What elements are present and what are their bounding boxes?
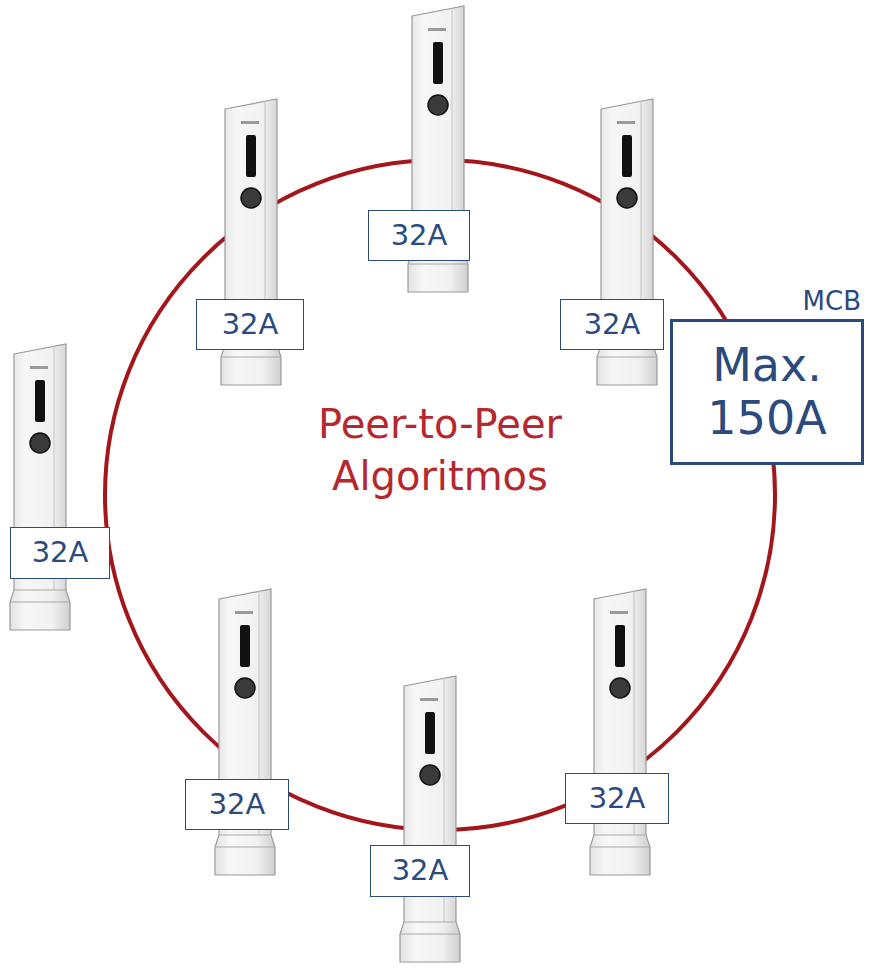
- box-text: 32A: [392, 854, 449, 887]
- center-caption: Peer-to-Peer Algoritmos: [290, 398, 590, 502]
- box-heading: MCB: [803, 286, 861, 316]
- breaker-box: MCBMax. 150A: [670, 319, 864, 465]
- current-rating-box: 32A: [185, 779, 289, 830]
- charger-pillar: [10, 344, 70, 630]
- current-rating-box: 32A: [368, 210, 470, 261]
- box-text: 32A: [32, 536, 89, 569]
- charger-pillar: [215, 589, 275, 875]
- current-rating-box: 32A: [560, 299, 664, 350]
- current-rating-box: 32A: [196, 299, 304, 350]
- box-text: 32A: [209, 788, 266, 821]
- box-text: Max. 150A: [687, 339, 847, 445]
- box-text: 32A: [391, 219, 448, 252]
- box-text: 32A: [589, 782, 646, 815]
- current-rating-box: 32A: [370, 845, 470, 897]
- charger-pillar: [590, 589, 650, 875]
- current-rating-box: 32A: [565, 773, 669, 824]
- box-text: 32A: [222, 308, 279, 341]
- current-rating-box: 32A: [10, 527, 110, 579]
- box-text: 32A: [584, 308, 641, 341]
- charger-pillar: [400, 676, 460, 962]
